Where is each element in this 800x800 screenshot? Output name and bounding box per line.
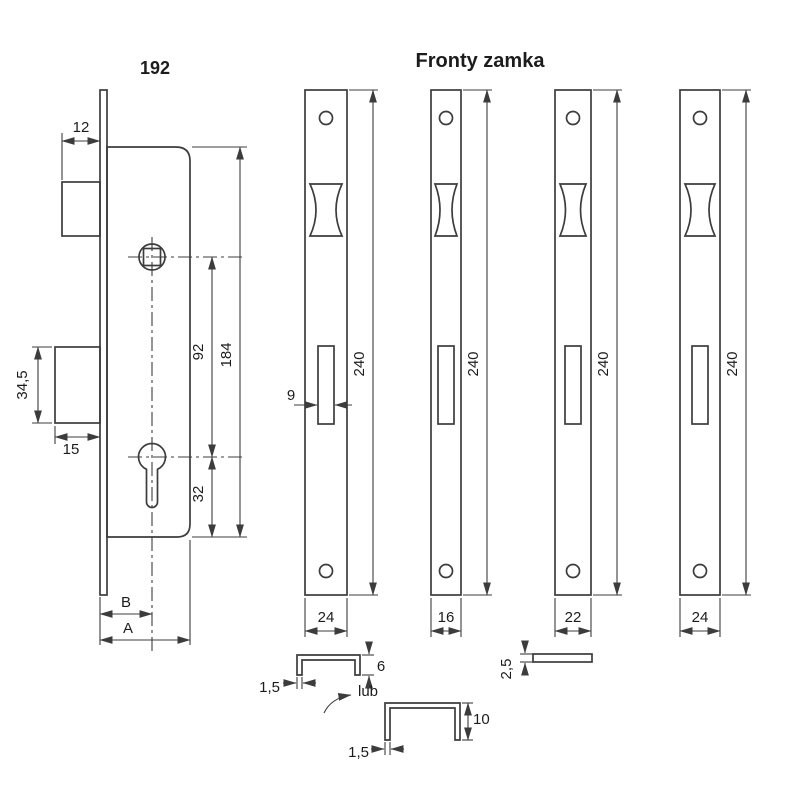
- faceplate-2: 240 16: [430, 89, 492, 637]
- faceplate-4: 240 24: [679, 89, 751, 637]
- screw-hole-top: [692, 110, 708, 126]
- latch-cutout: [433, 183, 459, 237]
- fronts-title: Fronty zamka: [416, 50, 546, 72]
- dim-label-184: 184: [218, 342, 235, 367]
- dim-label-1-5-a: 1,5: [259, 679, 280, 696]
- profile-channel-6: [296, 654, 361, 676]
- or-curved-arrow: [323, 692, 352, 714]
- latch-bolt: [61, 181, 101, 237]
- dim-label-240: 240: [351, 351, 368, 376]
- dim-label-width: 24: [692, 609, 709, 626]
- dim-label-B: B: [121, 594, 131, 611]
- lock-faceplate-edge: [99, 89, 108, 596]
- dim-label-6: 6: [377, 658, 385, 675]
- latch-cutout: [683, 183, 717, 237]
- dim-label-1-5-b: 1,5: [348, 744, 369, 761]
- bolt-cutout: [437, 345, 455, 425]
- faceplate-outline: [679, 89, 721, 596]
- dim-label-240: 240: [724, 351, 741, 376]
- screw-hole-top: [438, 110, 454, 126]
- latch-cutout: [558, 183, 588, 237]
- screw-hole-top: [565, 110, 581, 126]
- dim-label-9: 9: [287, 387, 295, 404]
- lock-model-title: 192: [140, 58, 170, 78]
- or-label: lub: [358, 683, 378, 700]
- bolt-cutout: [691, 345, 709, 425]
- dim-label-32: 32: [190, 486, 207, 503]
- dim-label-10: 10: [473, 711, 490, 728]
- profile-sections: 6 1,5 lub 10 1,5 2,5: [259, 640, 593, 761]
- faceplate-outline: [304, 89, 348, 596]
- bolt-cutout: [317, 345, 335, 425]
- dim-label-2-5: 2,5: [498, 659, 515, 680]
- dim-label-92: 92: [190, 344, 207, 361]
- profile-channel-10: [384, 702, 461, 741]
- lock-body-drawing: 192 12 34,5 15 92 32 184: [14, 58, 247, 652]
- lock-case: [106, 146, 191, 538]
- bolt-cutout: [564, 345, 582, 425]
- dim-label-width: 22: [565, 609, 582, 626]
- screw-hole-bottom: [438, 563, 454, 579]
- dim-label-15: 15: [63, 441, 80, 458]
- screw-hole-top: [318, 110, 334, 126]
- dim-label-width: 24: [318, 609, 335, 626]
- dim-label-width: 16: [438, 609, 455, 626]
- screw-hole-bottom: [692, 563, 708, 579]
- profile-flat: [532, 653, 593, 663]
- dead-bolt: [54, 346, 101, 424]
- dim-label-12: 12: [73, 119, 90, 136]
- dim-label-240: 240: [465, 351, 482, 376]
- dim-label-240: 240: [595, 351, 612, 376]
- faceplate-1: 240 24 9: [287, 89, 378, 637]
- latch-cutout: [308, 183, 344, 237]
- dim-label-A: A: [123, 620, 133, 637]
- faceplate-3: 240 22: [554, 89, 622, 637]
- screw-hole-bottom: [318, 563, 334, 579]
- screw-hole-bottom: [565, 563, 581, 579]
- dim-label-34-5: 34,5: [14, 370, 31, 399]
- faceplate-outline: [430, 89, 462, 596]
- faceplate-outline: [554, 89, 592, 596]
